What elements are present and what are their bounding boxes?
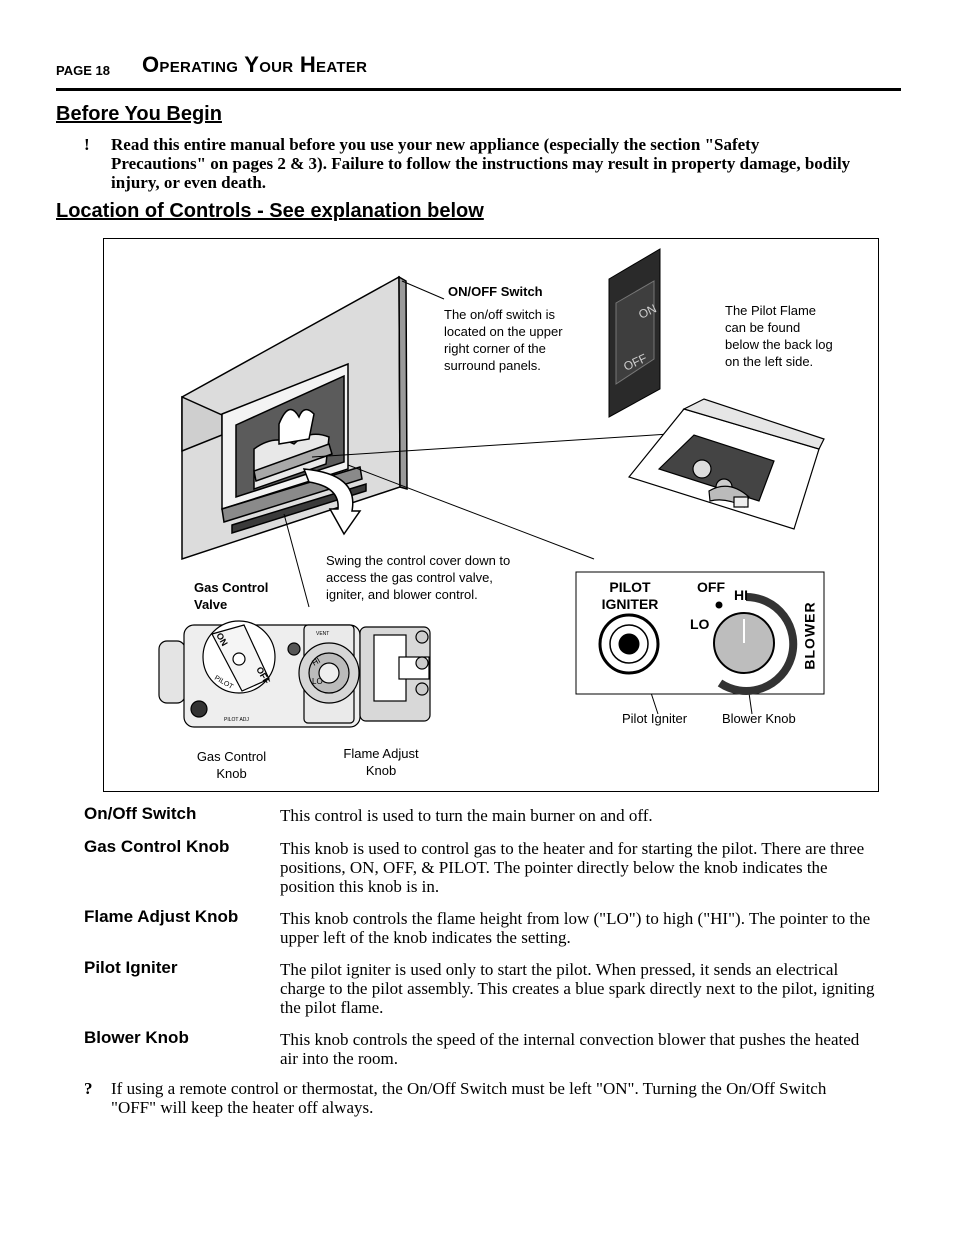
warning-paragraph: Read this entire manual before you use y… [111,135,851,192]
definition-blower-knob: This knob controls the speed of the inte… [280,1030,860,1068]
gas-control-knob-label: Gas Control Knob [196,749,267,781]
page-title: Operating Your Heater [142,52,368,77]
panel-lo-text: LO [690,616,710,632]
panel-pilot-igniter-text: PILOT IGNITER [601,579,659,612]
blower-knob-label: Blower Knob [722,711,796,726]
pilot-flame-description: The Pilot Flame can be found below the b… [725,303,833,369]
gas-control-valve-label: Gas Control Valve [194,580,269,612]
gas-valve-illustration: ON OFF PILOT HI LO VENT PILOT ADJ [158,620,431,728]
swing-arrow [302,468,362,536]
pilot-assembly-illustration [627,398,825,530]
controls-illustration: ON OFF [158,248,825,728]
term-onoff-switch: On/Off Switch [84,804,197,823]
valve-hi-text: HI [311,656,322,668]
panel-hi-text: HI [734,587,748,603]
warning-bullet: ! [84,135,90,154]
term-gas-control-knob: Gas Control Knob [84,837,230,856]
pilot-igniter-label: Pilot Igniter [622,711,688,726]
page-number: PAGE 18 [56,63,110,78]
before-you-begin-heading: Before You Begin [56,103,222,125]
remote-control-note: If using a remote control or thermostat,… [111,1079,827,1117]
definition-onoff-switch: This control is used to turn the main bu… [280,806,653,825]
rocker-switch-illustration: ON OFF [608,248,661,418]
flame-adjust-knob-label: Flame Adjust Knob [343,746,419,778]
valve-vent-text: VENT [316,631,329,637]
definition-flame-adjust-knob: This knob controls the flame height from… [280,909,871,947]
panel-blower-text: BLOWER [801,601,818,670]
page-header: PAGE 18 Operating Your Heater [56,52,901,91]
note-bullet: ? [84,1079,93,1098]
definition-pilot-igniter: The pilot igniter is used only to start … [280,960,875,1017]
onoff-switch-title: ON/OFF Switch [448,284,543,299]
term-flame-adjust-knob: Flame Adjust Knob [84,907,239,926]
valve-pilot-adj-text: PILOT ADJ [224,717,249,723]
panel-off-text: OFF [697,579,725,595]
term-pilot-igniter: Pilot Igniter [84,958,178,977]
onoff-switch-description: The on/off switch is located on the uppe… [444,307,563,373]
fireplace-illustration [181,275,408,561]
control-panel-illustration [575,571,825,695]
definition-gas-control-knob: This knob is used to control gas to the … [280,839,865,896]
term-blower-knob: Blower Knob [84,1028,189,1047]
swing-cover-description: Swing the control cover down to access t… [326,553,511,602]
location-of-controls-heading: Location of Controls - See explanation b… [56,200,484,222]
controls-diagram: ON OFF [103,238,879,792]
switch-on-text: ON [636,301,658,321]
valve-lo-text: LO [312,677,323,686]
